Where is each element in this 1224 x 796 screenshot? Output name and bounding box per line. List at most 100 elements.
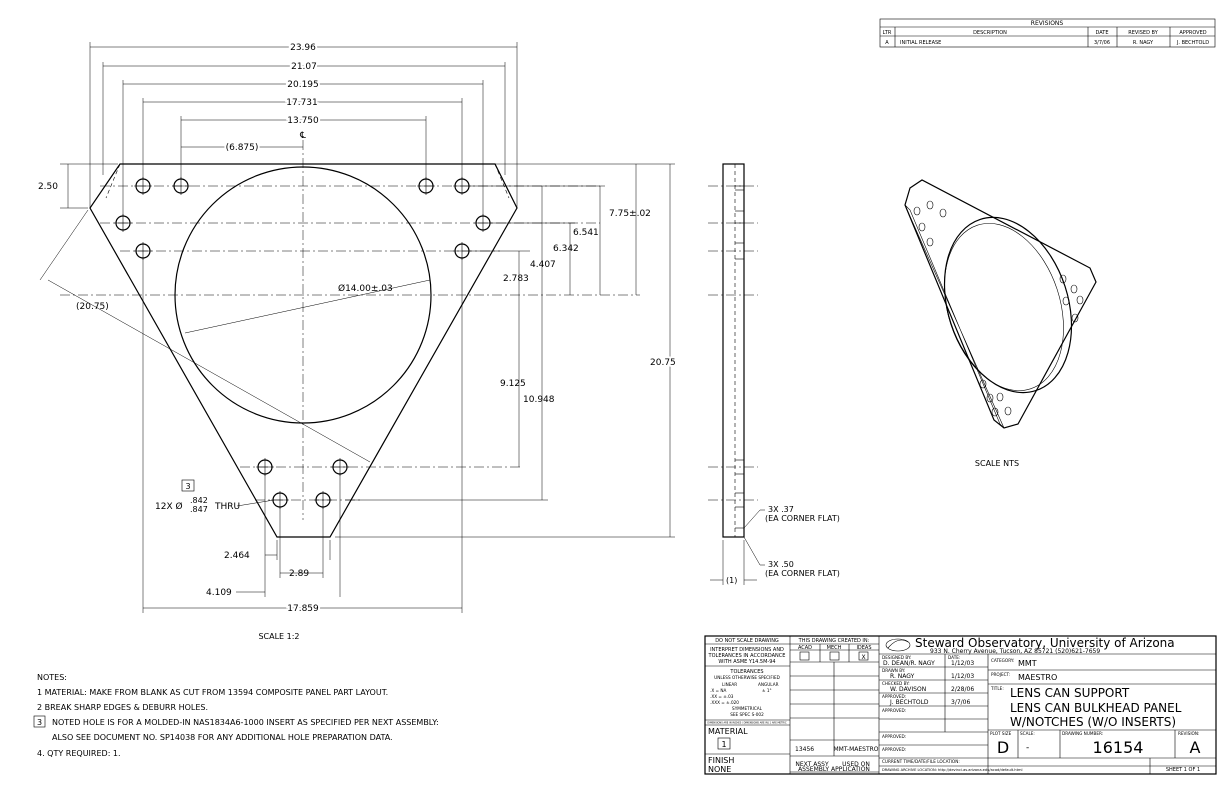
hole-callout-upper: .842: [190, 496, 208, 505]
scale-label: SCALE:: [1020, 731, 1035, 736]
archive-location: DRAWING ARCHIVE LOCATION: http://devinci…: [882, 768, 1023, 772]
note-3-number: 3: [37, 718, 42, 727]
checked-by-label: CHECKED BY:: [882, 681, 910, 686]
note-4: 4. QTY REQUIRED: 1.: [37, 749, 121, 758]
created-in-label: THIS DRAWING CREATED IN:: [798, 638, 870, 644]
title-line-3: W/NOTCHES (W/O INSERTS): [1010, 715, 1176, 729]
dim-6-342: 6.342: [553, 244, 579, 254]
title-line-1: LENS CAN SUPPORT: [1010, 686, 1130, 700]
project-value: MAESTRO: [1018, 673, 1057, 682]
revision-block: REVISIONS LTR DESCRIPTION DATE REVISED B…: [879, 18, 1216, 48]
checked-date: 2/28/06: [951, 686, 974, 693]
tol-lin-2: .XX = ±.03: [710, 694, 734, 699]
dim-4-407: 4.407: [530, 260, 556, 270]
drawn-date: 1/12/03: [951, 673, 974, 680]
dim-2-783: 2.783: [503, 274, 529, 284]
dim-17-859: 17.859: [287, 604, 319, 614]
mech-label: MECH: [827, 645, 842, 651]
finish-value: NONE: [708, 765, 731, 774]
rev-row-date: 3/7/06: [1094, 40, 1110, 46]
ideas-checkbox-mark: X: [861, 654, 865, 661]
dim-2-89: 2.89: [289, 569, 309, 579]
dim-9-125: 9.125: [500, 379, 526, 389]
category-label: CATEGORY:: [991, 658, 1014, 663]
drawing-number: 16154: [1093, 738, 1144, 757]
tol-angle: ± 1°: [762, 688, 772, 693]
used-on-value: MMT-MAESTRO: [833, 746, 878, 753]
approved-date: 3/7/06: [951, 699, 970, 706]
project-label: PROJECT:: [991, 672, 1010, 677]
designed-by: D. DEAN/R. NAGY: [883, 660, 935, 667]
title-block: DO NOT SCALE DRAWING INTERPRET DIMENSION…: [704, 635, 1217, 775]
tol-symmetrical: SYMMETRICAL: [732, 706, 763, 711]
do-not-scale: DO NOT SCALE DRAWING: [715, 638, 779, 644]
ideas-label: IDEAS: [856, 645, 871, 651]
revision-label: REVISION:: [1178, 731, 1199, 736]
tol-linear: LINEAR: [722, 682, 737, 687]
rev-header-approved: APPROVED: [1179, 30, 1206, 36]
next-assy-number: 13456: [795, 746, 814, 753]
finish-label: FINISH: [708, 756, 734, 765]
rev-row-approved: J. BECHTOLD: [1176, 40, 1209, 46]
approved-4-label: APPROVED:: [882, 747, 906, 752]
rev-header-desc: DESCRIPTION: [973, 30, 1007, 36]
note-3-continued: ALSO SEE DOCUMENT NO. SP14038 FOR ANY AD…: [52, 733, 393, 742]
acad-label: ACAD: [798, 645, 812, 651]
rev-header-revby: REVISED BY: [1128, 30, 1158, 36]
front-view-panel: 23.96 21.07 20.195 17.731 13.750 (6.875)…: [38, 41, 678, 641]
dim-17-731: 17.731: [286, 98, 318, 108]
scale-value: -: [1026, 743, 1029, 753]
plot-size-value: D: [997, 738, 1009, 757]
approved-2-label: APPROVED:: [882, 708, 906, 713]
dim-4-109: 4.109: [206, 588, 232, 598]
designed-date: 1/12/03: [951, 660, 974, 667]
acad-checkbox: [799, 651, 810, 661]
mech-checkbox: [829, 651, 840, 661]
hole-callout-qty: 12X Ø: [155, 501, 183, 512]
rev-header-date: DATE: [1095, 30, 1108, 36]
plot-size-label: PLOT SIZE: [990, 731, 1012, 736]
dim-13-750: 13.750: [287, 116, 319, 126]
next-assy-label: NEXT ASSY: [795, 761, 829, 768]
title-label: TITLE:: [990, 686, 1004, 691]
category-value: MMT: [1018, 659, 1037, 668]
rev-header-ltr: LTR: [883, 30, 892, 36]
dim-bore-diameter: Ø14.00±.03: [338, 283, 393, 294]
tol-lin-3: .XXX = ±.020: [710, 700, 739, 705]
approved-by: J. BECHTOLD: [889, 699, 929, 706]
hole-note-number: 3: [185, 482, 190, 491]
notes-block: NOTES: 1 MATERIAL: MAKE FROM BLANK AS CU…: [33, 673, 439, 758]
tol-lin-1: .X = NA: [710, 688, 727, 693]
sheet-number: SHEET 1 OF 1: [1166, 767, 1200, 773]
dim-23-96: 23.96: [290, 43, 316, 53]
assembly-application: ASSEMBLY APPLICATION: [798, 766, 870, 773]
material-flag: [717, 737, 731, 750]
thickness-dim: (1): [726, 576, 737, 585]
dim-20-75: 20.75: [650, 358, 676, 368]
note-3-flag: [33, 715, 46, 728]
isometric-view: SCALE NTS: [904, 179, 1097, 468]
rev-row-ltr: A: [885, 40, 889, 46]
approved-label: APPROVED:: [882, 694, 906, 699]
ideas-checkbox: [858, 651, 869, 661]
material-label: MATERIAL: [708, 727, 748, 736]
current-time-label: CURRENT TIME/DATE/FILE LOCATION:: [882, 759, 960, 764]
notes-title: NOTES:: [37, 673, 67, 682]
dim-21-07: 21.07: [291, 62, 317, 72]
organization-address: 933 N. Cherry Avenue, Tucson, AZ 85721 (…: [930, 648, 1100, 655]
dim-6-875: (6.875): [226, 143, 259, 153]
dimension-units-note: DIMENSIONS ARE IN INCHES / DIMENSIONS AR…: [707, 722, 786, 725]
tol-angular: ANGULAR: [758, 682, 779, 687]
dim-20-75-ref: (20.75): [76, 302, 109, 312]
interp-line-3: WITH ASME Y14.5M-94: [718, 659, 775, 665]
title-line-2: LENS CAN BULKHEAD PANEL: [1010, 701, 1182, 715]
tolerances-sub: UNLESS OTHERWISE SPECIFIED: [714, 675, 780, 680]
corner-flat-note-2a: 3X .50: [768, 560, 794, 569]
main-view-scale: SCALE 1:2: [258, 632, 299, 641]
dim-20-195: 20.195: [287, 80, 319, 90]
revision-value: A: [1190, 738, 1201, 757]
rev-row-revby: R. NAGY: [1133, 40, 1154, 46]
note-3: NOTED HOLE IS FOR A MOLDED-IN NAS1834A6-…: [52, 718, 439, 727]
